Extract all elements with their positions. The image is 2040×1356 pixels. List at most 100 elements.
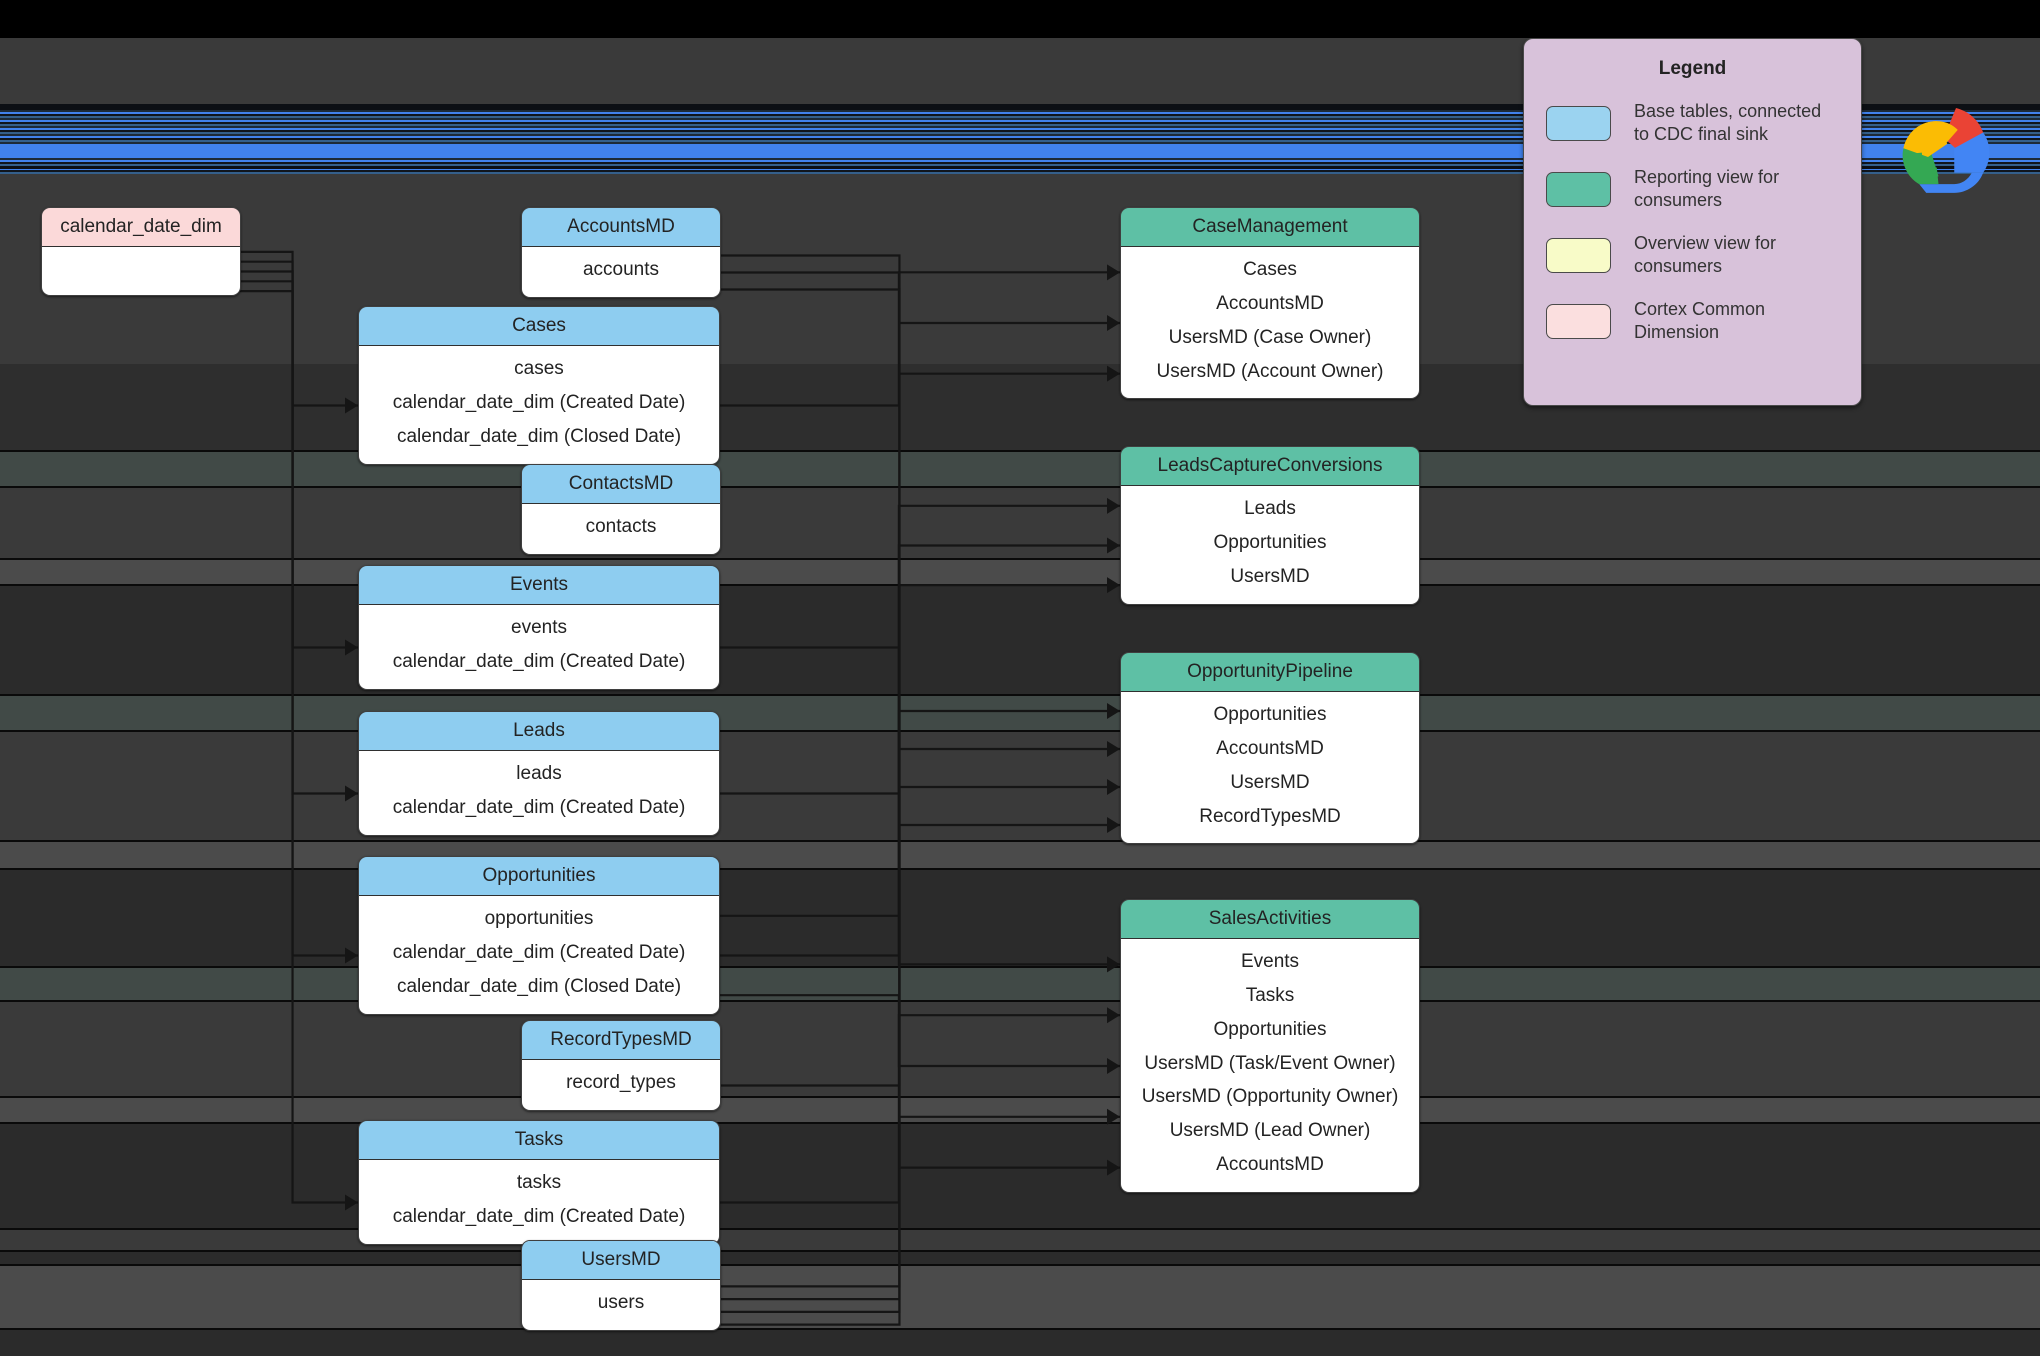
entity-field: Cases [1243, 259, 1297, 280]
artifact-hairline [0, 966, 2040, 968]
connector-line [239, 270, 358, 795]
connector-line [719, 288, 1120, 1169]
entity-field: calendar_date_dim (Created Date) [392, 650, 686, 672]
artifact-hairline [0, 868, 2040, 870]
connector-line [719, 372, 1120, 1288]
connector-line [718, 709, 1120, 957]
entity-field: tasks [516, 1172, 562, 1193]
legend-swatch-yellow [1546, 237, 1611, 273]
connector-line [239, 260, 358, 649]
entity-field: calendar_date_dim (Created Date) [392, 1205, 686, 1227]
entity-field: Opportunities [1213, 704, 1327, 725]
entity-field-list: accounts [522, 247, 720, 297]
entity-title: Cases [359, 307, 719, 346]
entity-title: ContactsMD [522, 465, 720, 504]
connector-arrowhead [1107, 1159, 1120, 1176]
entity-field: AccountsMD [1216, 1154, 1324, 1176]
entity-field: accounts [582, 259, 660, 280]
entity-field: opportunities [484, 908, 594, 929]
entity-field-list [42, 247, 240, 295]
artifact-hairline [0, 1228, 2040, 1230]
entity-field: UsersMD [1230, 771, 1310, 793]
legend-item-blue: Base tables, connected to CDC final sink [1546, 100, 1861, 146]
entity-title: Tasks [359, 1121, 719, 1160]
legend-item-green: Reporting view for consumers [1546, 166, 1861, 212]
entity-field-list: users [522, 1280, 720, 1330]
entity-node-Tasks[interactable]: Tasks tasks calendar_date_dim (Created Dat… [358, 1120, 720, 1245]
entity-field: events [511, 617, 567, 638]
connector-arrowhead [1107, 817, 1120, 833]
legend-title: Legend [1658, 58, 1727, 79]
legend-items: Base tables, connected to CDC final sink… [1524, 100, 1861, 344]
connector-arrowhead [345, 1194, 358, 1211]
connector-line [718, 504, 1120, 795]
entity-field: RecordTypesMD [1199, 805, 1341, 827]
legend-swatch-blue [1546, 105, 1611, 141]
legend-swatch-pink [1546, 303, 1611, 339]
connector-arrowhead [1107, 703, 1120, 719]
connector-line [718, 271, 1120, 407]
entity-field: record_types [566, 1072, 676, 1093]
entity-field: cases [514, 358, 564, 379]
entity-title: Leads [359, 712, 719, 751]
entity-field: leads [516, 763, 562, 784]
connector-arrowhead [1107, 264, 1120, 281]
connector-arrowhead [1107, 365, 1120, 382]
entity-field: users [597, 1292, 645, 1313]
artifact-hairline [0, 1250, 2040, 1252]
connector-arrowhead [345, 947, 358, 964]
connector-line [719, 1115, 1120, 1326]
connector-line [239, 290, 358, 1204]
legend-label: Base tables, connected to CDC final sink [1634, 101, 1822, 145]
legend-item-yellow: Overview view for consumers [1546, 232, 1861, 278]
entity-title: CaseManagement [1121, 208, 1419, 247]
entity-field: AccountsMD [1216, 292, 1324, 314]
connector-arrowhead [345, 397, 358, 414]
artifact-hairline [0, 1328, 2040, 1330]
entity-node-calendar_date_dim[interactable]: calendar_date_dim [41, 207, 241, 296]
entity-title: calendar_date_dim [42, 208, 240, 247]
entity-field: calendar_date_dim (Created Date) [392, 391, 686, 413]
connector-line [718, 994, 1120, 1068]
entity-field-list: events calendar_date_dim (Created Date) [359, 605, 719, 689]
entity-field-list: tasks calendar_date_dim (Created Date) [359, 1160, 719, 1244]
entity-title: OpportunityPipeline [1121, 653, 1419, 692]
connector-arrowhead [1107, 577, 1120, 594]
connector-arrowhead [1107, 741, 1120, 757]
connector-line [718, 1014, 1120, 1204]
entity-node-Cases[interactable]: Cases cases calendar_date_dim (Created Dat… [358, 306, 720, 465]
entity-node-ContactsMD[interactable]: ContactsMD contacts [521, 464, 721, 555]
entity-field: contacts [585, 516, 657, 537]
connector-arrowhead [345, 639, 358, 656]
artifact-hairline [0, 840, 2040, 842]
entity-field: UsersMD (Account Owner) [1156, 360, 1384, 382]
connector-arrowhead [1107, 1058, 1120, 1074]
artifact-hairline [0, 1122, 2040, 1124]
top-black-bar [0, 0, 2040, 38]
entity-field-list: contacts [522, 504, 720, 554]
legend-label: Reporting view for consumers [1634, 167, 1780, 211]
connector-line [718, 544, 1120, 917]
artifact-hairline [0, 558, 2040, 560]
entity-field: calendar_date_dim (Closed Date) [396, 425, 682, 447]
connector-arrowhead [1107, 1007, 1120, 1024]
artifact-hairline [0, 486, 2040, 488]
connector-line [719, 271, 1120, 751]
